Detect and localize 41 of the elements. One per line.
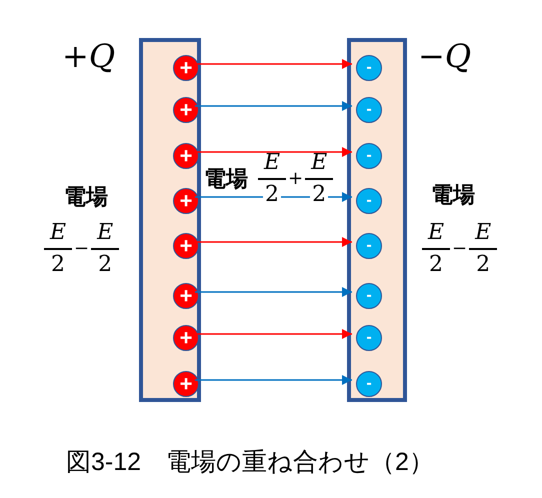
variable-label: E bbox=[426, 222, 446, 244]
variable-label: E bbox=[310, 152, 328, 174]
positive-charge: + bbox=[173, 371, 199, 397]
minus-sign: − bbox=[73, 240, 90, 258]
field-label: 電場 bbox=[431, 184, 475, 206]
negative-charge: - bbox=[356, 283, 382, 309]
field-line-arrow bbox=[195, 375, 352, 385]
negative-charge: - bbox=[356, 143, 382, 169]
negative-charge: - bbox=[356, 188, 382, 214]
positive-charge: + bbox=[173, 233, 199, 259]
positive-charge: + bbox=[173, 283, 199, 309]
variable-label: E bbox=[48, 222, 68, 244]
field-line-arrow bbox=[195, 101, 352, 111]
charge-label: −Q bbox=[418, 40, 472, 72]
charged-plate bbox=[139, 38, 201, 402]
positive-charge: + bbox=[173, 55, 199, 81]
minus-sign: − bbox=[451, 240, 468, 258]
field-line-arrow bbox=[195, 237, 352, 247]
charge-label: +Q bbox=[62, 40, 116, 72]
field-line-arrow bbox=[195, 59, 352, 69]
negative-charge: - bbox=[356, 55, 382, 81]
variable-label: E bbox=[262, 152, 282, 174]
plus-sign: + bbox=[287, 170, 304, 188]
charged-plate bbox=[347, 38, 407, 402]
field-line-arrow bbox=[195, 147, 352, 157]
figure-caption: 図3-12 電場の重ね合わせ（2） bbox=[66, 450, 434, 475]
field-line-arrow bbox=[195, 329, 352, 339]
negative-charge: - bbox=[356, 371, 382, 397]
negative-charge: - bbox=[356, 233, 382, 259]
positive-charge: + bbox=[173, 143, 199, 169]
field-label: 電場 bbox=[64, 186, 108, 208]
positive-charge: + bbox=[173, 97, 199, 123]
variable-label: E bbox=[474, 222, 492, 244]
positive-charge: + bbox=[173, 188, 199, 214]
positive-charge: + bbox=[173, 325, 199, 351]
negative-charge: - bbox=[356, 97, 382, 123]
negative-charge: - bbox=[356, 325, 382, 351]
field-label: 電場 bbox=[204, 168, 248, 190]
field-line-arrow bbox=[195, 192, 352, 202]
field-line-arrow bbox=[195, 287, 352, 297]
variable-label: E bbox=[96, 222, 114, 244]
